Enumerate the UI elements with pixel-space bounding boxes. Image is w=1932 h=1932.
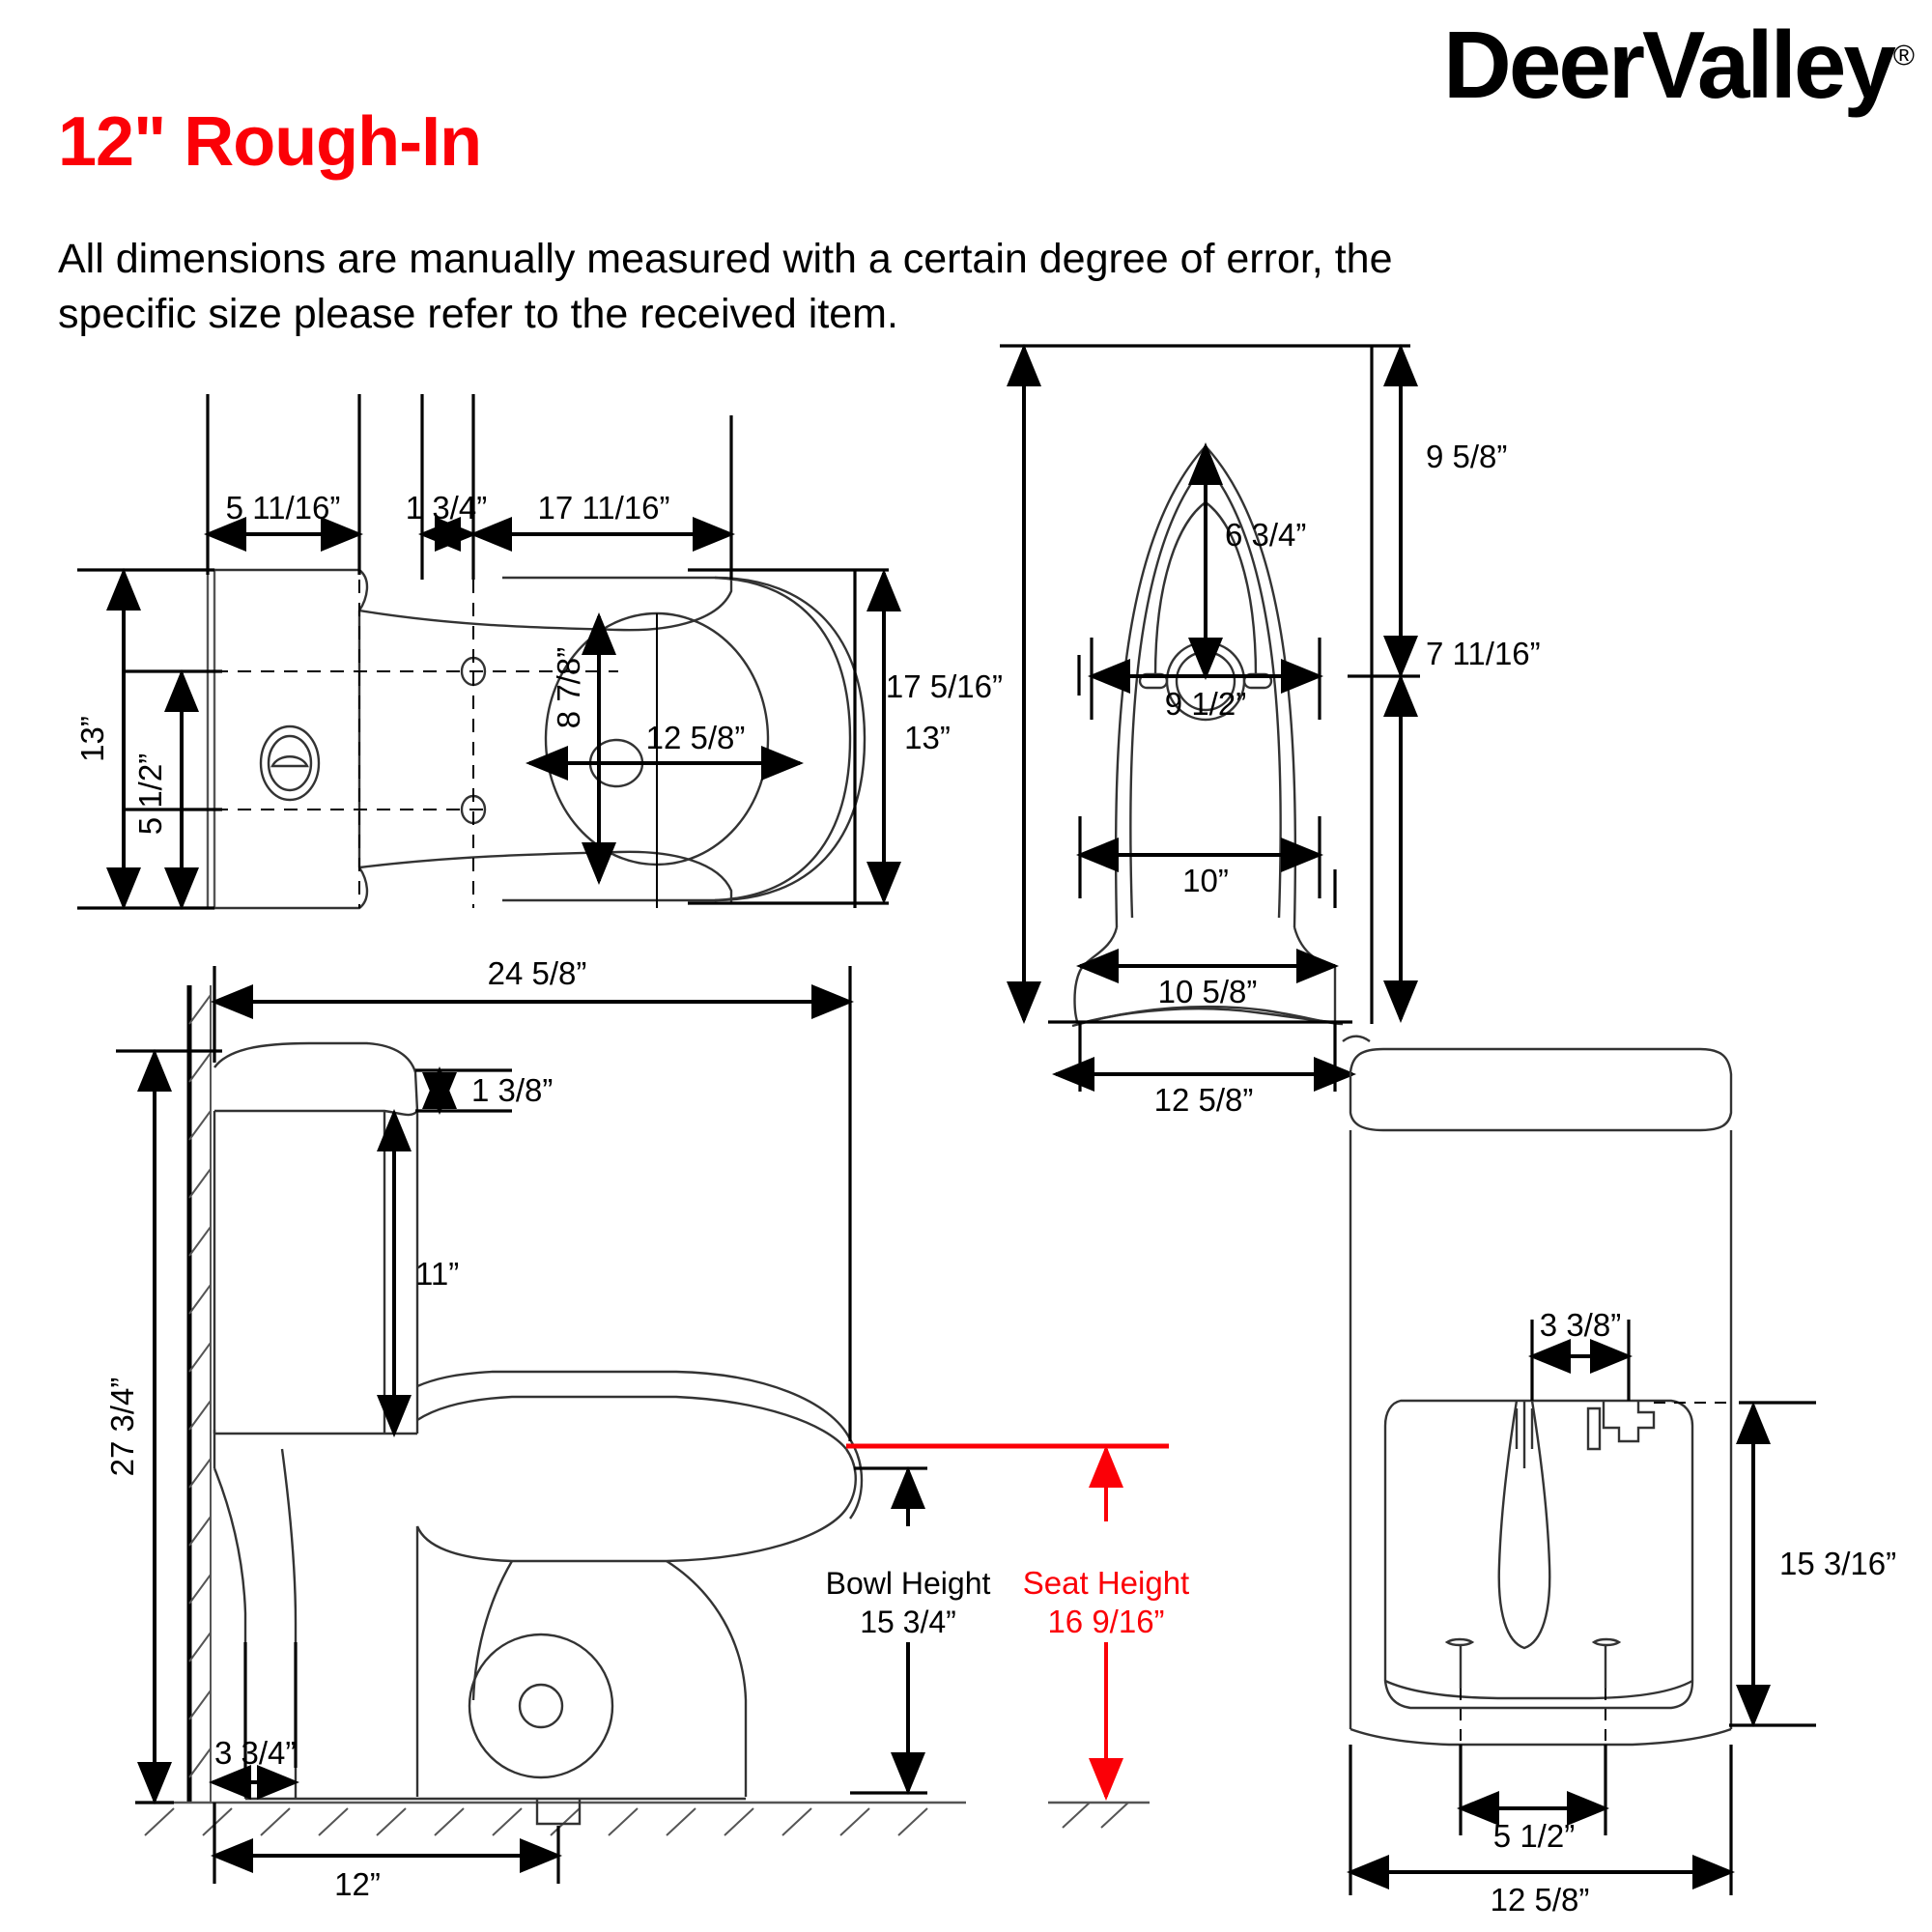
dim-tank-depth: 5 11/16” bbox=[204, 490, 363, 552]
wall-hatch bbox=[186, 985, 212, 1803]
dim-105-8: 10 5/8” bbox=[1076, 949, 1339, 1009]
dim-wall-to-tank: 3 3/4” bbox=[209, 1735, 299, 1800]
dim-rough-in: 12” bbox=[211, 1838, 562, 1902]
dim-label: 5 1/2” bbox=[1493, 1818, 1575, 1854]
dim-label: 10” bbox=[1182, 863, 1229, 898]
rear-view-outline bbox=[1342, 1035, 1733, 1747]
bowl-height-label-line1: Bowl Height bbox=[826, 1566, 991, 1601]
dim-label: 12 5/8” bbox=[1154, 1082, 1254, 1118]
dim-label: 3 3/4” bbox=[214, 1735, 296, 1771]
view-front: 17 5/16” 6 3/4” 9 1/2” 10” 9 5/8” bbox=[886, 344, 1541, 1118]
dim-overall-length: 24 5/8” bbox=[211, 955, 854, 1019]
dim-upper-right-height: 9 5/8” bbox=[1383, 344, 1507, 678]
dim-base-height: 15 3/16” bbox=[1736, 1402, 1896, 1727]
dim-label: 12” bbox=[334, 1866, 381, 1902]
dim-rim-width: 9 1/2” bbox=[1088, 659, 1323, 722]
top-view-center-lines bbox=[145, 580, 618, 908]
dim-label: 9 1/2” bbox=[1165, 686, 1246, 722]
dim-label: 8 7/8” bbox=[551, 647, 586, 728]
dim-overall-width-right: 13” bbox=[867, 569, 951, 904]
dim-tank-height: 11” bbox=[377, 1109, 459, 1437]
dim-label: 3 3/8” bbox=[1540, 1307, 1621, 1343]
dim-base-width: 12 5/8” bbox=[1347, 1855, 1735, 1918]
dim-bowl-opening-width: 12 5/8” bbox=[526, 720, 804, 781]
dim-label: 1 3/4” bbox=[406, 490, 487, 526]
dim-label: 5 11/16” bbox=[226, 490, 341, 526]
dim-label: 6 3/4” bbox=[1225, 517, 1306, 553]
dim-bowl-length: 17 11/16” bbox=[469, 490, 735, 552]
dim-trapway-width: 3 3/8” bbox=[1528, 1307, 1633, 1374]
side-view-outline bbox=[213, 1041, 864, 1826]
dim-label: 24 5/8” bbox=[488, 955, 587, 991]
dim-label: 5 1/2” bbox=[132, 753, 168, 835]
dim-label: 11” bbox=[415, 1256, 459, 1292]
dim-label: 13” bbox=[904, 720, 951, 755]
dim-bowl-overall-height: 17 5/16” bbox=[886, 344, 1041, 1024]
dim-label: 15 3/16” bbox=[1779, 1546, 1896, 1581]
floor-hatch bbox=[135, 1801, 966, 1836]
view-side: 24 5/8” 1 3/8” 11” 27 3/4” 3 3/4” bbox=[104, 955, 1189, 1902]
dim-overall-width-left: 13” bbox=[74, 568, 141, 910]
view-rear: 3 3/8” 15 3/16” 5 1/2” 12 5/8” bbox=[1342, 1035, 1896, 1918]
bowl-height-label-line2: 15 3/4” bbox=[860, 1605, 956, 1639]
dim-flush-button-offset: 5 1/2” bbox=[132, 669, 199, 910]
dim-label: 27 3/4” bbox=[104, 1378, 140, 1477]
dim-base-overall-width: 12 5/8” bbox=[1052, 1057, 1356, 1118]
seat-height-label-line1: Seat Height bbox=[1023, 1565, 1189, 1601]
dim-label: 12 5/8” bbox=[1491, 1882, 1590, 1918]
dim-lower-right-height: 7 11/16” bbox=[1383, 636, 1541, 1023]
seat-height-label-line2: 16 9/16” bbox=[1047, 1604, 1164, 1639]
dim-lid-thickness: 1 3/8” bbox=[422, 1066, 553, 1115]
dim-label: 9 5/8” bbox=[1426, 439, 1507, 474]
view-top: 5 11/16” 1 3/4” 17 11/16” 13” 5 1/2” bbox=[74, 394, 951, 910]
dim-label: 17 11/16” bbox=[538, 490, 670, 526]
dim-label: 10 5/8” bbox=[1158, 974, 1258, 1009]
dim-bolt-spread: 5 1/2” bbox=[1457, 1791, 1609, 1854]
top-view-outline bbox=[206, 568, 867, 910]
brand-logo: DeerValley® bbox=[1443, 17, 1915, 112]
dim-label: 7 11/16” bbox=[1426, 636, 1541, 671]
dim-overall-height: 27 3/4” bbox=[104, 1049, 172, 1804]
dim-label: 1 3/8” bbox=[471, 1072, 553, 1108]
dim-label: 12 5/8” bbox=[646, 720, 746, 755]
top-view-extension-lines bbox=[77, 394, 889, 910]
brand-name: DeerValley bbox=[1443, 12, 1896, 118]
dim-inner-rim-height: 6 3/4” bbox=[1188, 442, 1306, 680]
dim-label: 17 5/16” bbox=[886, 668, 1003, 704]
front-view-extension-lines bbox=[1000, 344, 1420, 1092]
dim-water-spot: 10” bbox=[1076, 838, 1323, 898]
dim-seat-height: Seat Height 16 9/16” bbox=[1023, 1445, 1189, 1829]
rear-view-hidden-lines bbox=[1460, 1402, 1735, 1750]
registered-mark-icon: ® bbox=[1892, 40, 1915, 72]
page-title: 12" Rough-In bbox=[58, 103, 482, 181]
dim-bowl-height: Bowl Height 15 3/4” bbox=[826, 1466, 991, 1795]
dim-label: 13” bbox=[74, 716, 110, 762]
disclaimer-note: All dimensions are manually measured wit… bbox=[58, 236, 1393, 338]
